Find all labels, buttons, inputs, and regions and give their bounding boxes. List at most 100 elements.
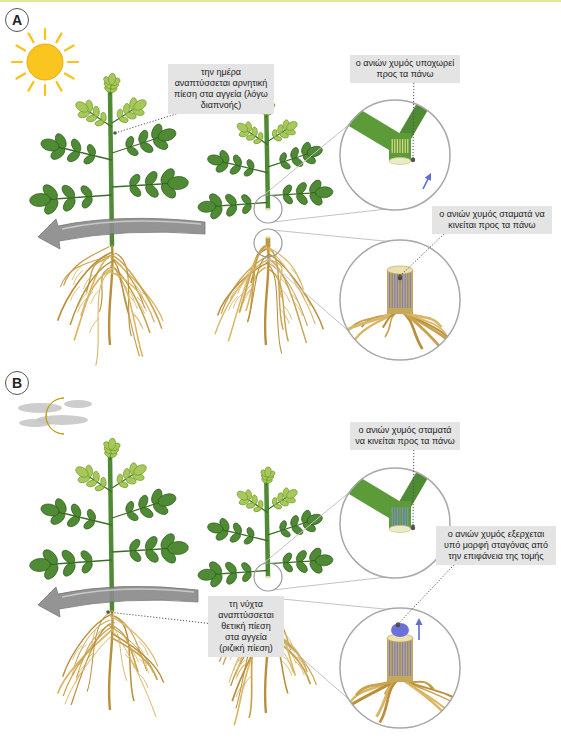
root (110, 624, 138, 671)
leader-line (400, 234, 444, 276)
root (110, 616, 158, 667)
callout-text: την ημέρα αναπτύσσεται αρνητική πίεση στ… (173, 67, 269, 111)
top-rule (0, 0, 561, 2)
leaflet (224, 192, 239, 207)
root (65, 634, 115, 704)
sun-symbol (12, 29, 78, 95)
leaflet (29, 193, 51, 207)
stem-magnified (389, 501, 411, 529)
leaflet (207, 153, 225, 166)
root-hair (284, 657, 294, 671)
leaflet (291, 156, 305, 168)
root-hair (138, 673, 148, 687)
stem-magnified (389, 133, 411, 161)
root-magnified (334, 310, 400, 339)
magnifier-content (325, 85, 435, 189)
leaflet (280, 528, 292, 538)
leaflet (69, 503, 82, 519)
root-hair (297, 657, 307, 671)
root-hair (282, 305, 292, 319)
leaflet (306, 512, 324, 526)
callout-text: τη νύχτα αναπτύσσεται θετική πίεση στα α… (213, 599, 279, 654)
cut-face (389, 526, 411, 533)
vessel (402, 270, 403, 308)
root-hair (73, 645, 83, 659)
root (58, 252, 113, 320)
sun-ray (68, 61, 78, 63)
callout-box: ο ανιών χυμός σταματά να κινείται προς τ… (432, 206, 552, 234)
vessel (405, 270, 406, 308)
magnifier-border (340, 608, 460, 728)
vessel (402, 638, 403, 676)
vessel (410, 270, 411, 308)
vessel (399, 638, 400, 676)
leaflet (132, 463, 148, 478)
leaflet (232, 154, 243, 168)
leader-dot (411, 157, 415, 161)
root (218, 262, 270, 316)
leaflet (126, 145, 140, 157)
root (64, 246, 110, 285)
root-hair (243, 289, 253, 303)
leader-line (398, 565, 454, 624)
leaflet (224, 560, 239, 575)
night-panel (29, 438, 468, 728)
leaflet (60, 548, 77, 566)
leaflet (126, 510, 140, 522)
magnified-spot (254, 195, 282, 223)
root-hair (90, 318, 100, 332)
leaflet (258, 500, 263, 508)
magnifier-ground (340, 468, 450, 578)
leaflet (207, 521, 225, 534)
pointer-dot (411, 158, 415, 162)
root (110, 272, 154, 322)
sun-ray (44, 85, 46, 95)
sun-ray (29, 33, 34, 42)
root-hair (280, 288, 290, 302)
root (71, 624, 110, 705)
sun-disc (27, 44, 63, 80)
whole-plant (29, 438, 188, 717)
leaflet (40, 502, 61, 518)
leaflet (236, 121, 250, 134)
leaflet (128, 183, 143, 198)
root-magnified (380, 678, 400, 722)
magnifier-content (325, 453, 435, 533)
cloud (18, 403, 62, 413)
leaflet (74, 100, 90, 115)
root-hair (233, 294, 243, 308)
vessel (399, 139, 400, 153)
panel-letter: B (5, 371, 29, 395)
vessel (394, 139, 395, 153)
root (89, 619, 113, 655)
magnifier-border (340, 240, 460, 360)
cut-face (265, 576, 270, 578)
root-hair (139, 659, 149, 673)
rotation-arrow (38, 586, 198, 617)
leaflet (280, 160, 292, 170)
leaflet (29, 558, 51, 572)
root (109, 626, 156, 678)
sun-ray (12, 61, 22, 63)
root-hair (228, 296, 238, 310)
leaflet (139, 140, 155, 154)
root (63, 614, 112, 677)
stump-magnified (387, 638, 413, 682)
leaflet (93, 471, 100, 482)
callout-box: ο ανιών χυμός σταματά να κινείται προς τ… (350, 422, 460, 450)
vessel (392, 507, 393, 528)
vessel (407, 507, 408, 528)
leaflet (282, 561, 295, 574)
root-magnified (400, 678, 458, 722)
leaflet (108, 73, 117, 85)
sun-ray (65, 46, 74, 51)
callout-text: ο ανιών χυμός υποχωρεί προς τα πάνω (355, 58, 455, 80)
vessel (392, 139, 393, 153)
root-hair (71, 286, 81, 300)
root-hair (133, 315, 143, 329)
leaflet (264, 467, 271, 477)
root (63, 627, 111, 696)
vessel (397, 507, 398, 528)
stump-magnified (387, 270, 413, 314)
leaflet (285, 120, 299, 133)
